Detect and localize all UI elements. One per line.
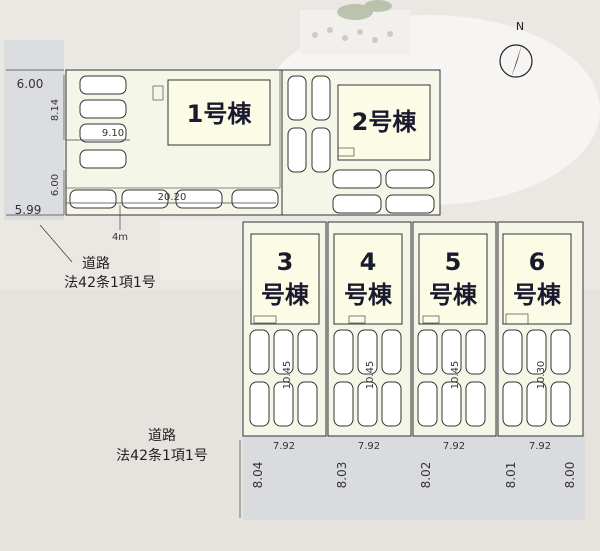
- car-icon: [297, 329, 318, 375]
- car-icon: [287, 75, 307, 121]
- car-icon: [441, 329, 462, 375]
- building-6-label-top: 6: [529, 248, 546, 276]
- car-icon: [381, 381, 402, 427]
- car-icon: [550, 381, 571, 427]
- dim-driveway-width: 4m: [112, 232, 128, 243]
- building-6-label-bottom: 号棟: [513, 281, 562, 309]
- car-icon: [357, 381, 378, 427]
- dim-lot5-frontage: 7.92: [443, 441, 465, 452]
- dim-road-bottom-4: 8.01: [504, 462, 518, 489]
- car-icon: [273, 381, 294, 427]
- car-icon: [332, 169, 382, 189]
- dim-lot3-depth: 10.45: [282, 361, 293, 390]
- dim-lot5-depth: 10.45: [450, 361, 461, 390]
- dim-top-left-width: 6.00: [17, 77, 44, 91]
- building-6: [502, 233, 572, 325]
- car-icon: [381, 329, 402, 375]
- road-bottom-line2: 法42条1項1号: [116, 447, 208, 464]
- building-4-label-top: 4: [360, 248, 377, 276]
- car-icon: [550, 329, 571, 375]
- car-icon: [79, 149, 127, 169]
- building-3-label-bottom: 号棟: [261, 281, 310, 309]
- car-icon: [417, 329, 438, 375]
- dim-lot1-inner: 9.10: [102, 128, 124, 139]
- car-icon: [333, 329, 354, 375]
- building-2-label: 2号棟: [352, 108, 418, 136]
- car-icon: [417, 381, 438, 427]
- car-icon: [526, 381, 547, 427]
- dim-lot4-frontage: 7.92: [358, 441, 380, 452]
- car-icon: [332, 194, 382, 214]
- car-icon: [297, 381, 318, 427]
- dim-road-bottom-2: 8.03: [335, 462, 349, 489]
- building-3: [250, 233, 320, 325]
- road-left-line2: 法42条1項1号: [64, 274, 156, 291]
- dim-lot1-depth: 8.14: [50, 99, 61, 121]
- building-4-label-bottom: 号棟: [344, 281, 393, 309]
- road-left-leader: [39, 224, 73, 263]
- road-bottom-line1: 道路: [148, 428, 176, 444]
- car-icon: [465, 329, 486, 375]
- car-icon: [526, 329, 547, 375]
- building-5: [418, 233, 488, 325]
- building-5-label-bottom: 号棟: [429, 281, 478, 309]
- meter-icon: [152, 85, 529, 325]
- dim-road-bottom-5: 8.00: [563, 462, 577, 489]
- car-icon: [385, 169, 435, 189]
- compass-north-label: N: [516, 20, 524, 33]
- road-bottom-strip: [243, 436, 585, 520]
- dim-lot4-depth: 10.45: [365, 361, 376, 390]
- car-icon: [311, 127, 331, 173]
- driveway-line: [66, 70, 281, 189]
- car-icon: [79, 123, 127, 143]
- building-4: [333, 233, 403, 325]
- building-5-label-top: 5: [445, 248, 462, 276]
- car-icon: [385, 194, 435, 214]
- car-icon: [175, 189, 223, 209]
- car-icon: [231, 189, 279, 209]
- dim-road-width-left: 5.99: [15, 203, 42, 217]
- building-3-label-top: 3: [277, 248, 294, 276]
- dimension-lines: [6, 69, 276, 518]
- building-1-label: 1号棟: [187, 100, 253, 128]
- road-left-line1: 道路: [82, 256, 110, 272]
- dim-lot6-depth: 10.30: [536, 361, 547, 390]
- dim-driveway-length: 20.20: [158, 192, 187, 203]
- car-icon: [311, 75, 331, 121]
- car-icon: [79, 99, 127, 119]
- parking-cars: [69, 75, 571, 427]
- car-icon: [502, 329, 523, 375]
- compass-icon: N: [499, 20, 533, 78]
- building-1: [167, 79, 271, 146]
- car-icon: [249, 329, 270, 375]
- building-2: [337, 84, 431, 161]
- car-icon: [287, 127, 307, 173]
- car-icon: [79, 75, 127, 95]
- car-icon: [465, 381, 486, 427]
- dim-road-bottom-3: 8.02: [419, 462, 433, 489]
- car-icon: [357, 329, 378, 375]
- dim-lot1-lower: 6.00: [50, 174, 61, 196]
- dim-lot6-frontage: 7.92: [529, 441, 551, 452]
- car-icon: [69, 189, 117, 209]
- dim-road-bottom-1: 8.04: [251, 462, 265, 489]
- dim-lot3-frontage: 7.92: [273, 441, 295, 452]
- car-icon: [333, 381, 354, 427]
- car-icon: [121, 189, 169, 209]
- car-icon: [502, 381, 523, 427]
- car-icon: [441, 381, 462, 427]
- car-icon: [249, 381, 270, 427]
- car-icon: [273, 329, 294, 375]
